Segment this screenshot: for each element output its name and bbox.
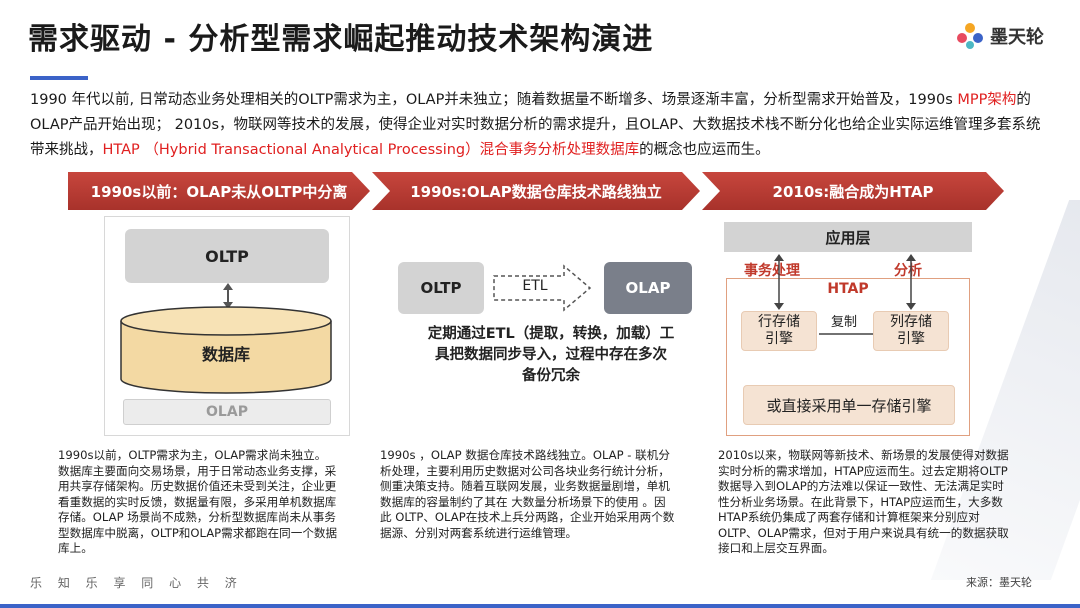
oltp-block: OLTP [125,229,329,283]
column-engine-line-1: 列存储 [890,314,932,330]
page-title: 需求驱动 - 分析型需求崛起推动技术架构演进 [28,22,654,57]
oltp-system-block: OLTP [398,262,484,314]
row-engine-line-2: 引擎 [765,331,793,347]
analysis-label: 分析 [894,263,922,279]
footer-slogan: 乐 知 乐 享 同 心 共 济 [30,576,243,590]
transaction-arrow-icon [774,254,784,310]
database-label: 数据库 [201,345,250,364]
application-layer-block: 应用层 [724,222,972,252]
etl-caption-line-3: 备份冗余 [522,368,580,384]
replicate-arrow-icon [819,330,881,338]
stage-header-2010s: 2010s:融合成为HTAP [702,172,1004,210]
title-underline [30,76,88,80]
footer-source: 来源：墨天轮 [966,576,1032,589]
row-store-engine: 行存储引擎 [741,311,817,351]
analysis-arrow-icon [906,254,916,310]
column-engine-line-2: 引擎 [897,331,925,347]
htap-label: HTAP [827,281,869,297]
column-store-engine: 列存储引擎 [873,311,949,351]
description-stage-1: 1990s以前，OLTP需求为主，OLAP需求尚未独立。 数据库主要面向交易场景… [58,448,338,555]
panel-single-database: OLTP 数据库 OLAP [104,216,350,436]
single-storage-engine: 或直接采用单一存储引擎 [743,385,955,425]
etl-caption: 定期通过ETL（提取，转换，加载）工 具把数据同步导入，过程中存在多次 备份冗余 [406,324,696,387]
transaction-label: 事务处理 [744,263,800,279]
stage-header-1990s-before: 1990s以前：OLAP未从OLTP中分离 [68,172,370,210]
etl-arrow-icon [493,264,592,312]
intro-text-3: 的概念也应运而生。 [639,142,770,158]
intro-text-2: 的OLAP产品开始出现； 2010s，物联网等技术的发展，使得企业对实时数据分析… [30,92,1041,158]
row-engine-line-1: 行存储 [758,314,800,330]
olap-block-faded: OLAP [123,399,331,425]
stage-header-1990s: 1990s:OLAP数据仓库技术路线独立 [372,172,700,210]
logo-icon [957,23,983,49]
description-stage-3: 2010s以来，物联网等新技术、新场景的发展使得对数据实时分析的需求增加，HTA… [718,448,1009,555]
intro-highlight-mpp: MPP架构 [957,92,1017,108]
etl-caption-line-1: 定期通过ETL（提取，转换，加载）工 [427,326,675,342]
etl-label: ETL [522,278,548,294]
description-stage-2: 1990s ，OLAP 数据仓库技术路线独立。OLAP - 联机分析处理，主要利… [380,448,675,540]
htap-container: HTAP 行存储引擎 复制 列存储引擎 或直接采用单一存储引擎 [726,278,970,436]
intro-highlight-htap: HTAP （Hybrid Transactional Analytical Pr… [102,142,640,158]
intro-text-1: 1990 年代以前, 日常动态业务处理相关的OLTP需求为主，OLAP并未独立；… [30,92,958,108]
bottom-accent-line [0,604,1080,608]
brand-logo: 墨天轮 [956,22,1044,50]
intro-paragraph: 1990 年代以前, 日常动态业务处理相关的OLTP需求为主，OLAP并未独立；… [30,88,1050,163]
etl-caption-line-2: 具把数据同步导入，过程中存在多次 [435,347,667,363]
database-cylinder-icon [120,306,332,394]
replicate-label: 复制 [831,315,858,330]
logo-text: 墨天轮 [990,27,1044,48]
bidirectional-arrow-icon [223,283,233,309]
olap-system-block: OLAP [604,262,692,314]
